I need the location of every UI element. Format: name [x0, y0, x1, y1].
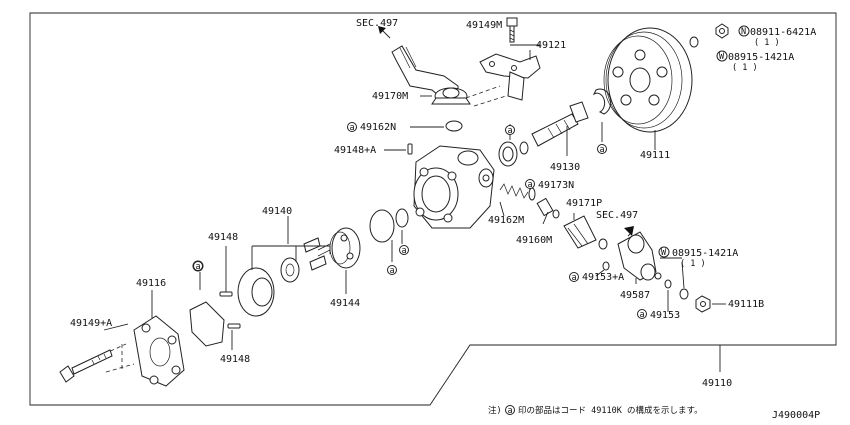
circle-W-marker: W W	[658, 50, 728, 258]
oil-seal	[498, 141, 529, 167]
bolt-49149A	[59, 349, 113, 383]
pulley-49111	[603, 27, 693, 133]
pin-49148A	[407, 143, 413, 155]
gasket-seal-pair	[369, 208, 409, 243]
svg-text:a: a	[508, 406, 513, 416]
svg-text:a: a	[508, 126, 513, 136]
label-49153: 49153	[650, 310, 680, 321]
nut-N	[715, 23, 729, 39]
label-49162N: 49162N	[360, 122, 396, 133]
label-49130: 49130	[550, 162, 580, 173]
washer-W	[689, 36, 699, 48]
cam-ring	[237, 267, 275, 317]
svg-text:N: N	[741, 27, 746, 37]
vanes-49140	[303, 237, 331, 271]
svg-text:a: a	[528, 180, 533, 190]
o-ring-49153	[664, 279, 672, 289]
rotor	[280, 257, 300, 283]
o-ring-49153A	[602, 261, 610, 271]
connector-49171P	[563, 215, 608, 250]
label-49170M: 49170M	[372, 91, 408, 102]
label-N-qty: ( 1 )	[754, 38, 780, 48]
label-W-code: 08915-1421A	[728, 52, 794, 63]
label-49144: 49144	[330, 298, 360, 309]
label-49162M: 49162M	[488, 215, 524, 226]
label-49171P: 49171P	[566, 198, 602, 209]
bolt-49149M	[506, 17, 518, 43]
arrow-sec497-mid	[624, 226, 634, 237]
diagram-code: J490004P	[772, 410, 820, 421]
label-49148-top: 49148	[208, 232, 238, 243]
circle-a-marker: a a a a a a a a a a	[193, 122, 647, 416]
label-49111: 49111	[640, 150, 670, 161]
label-W2-qty: ( 1 )	[680, 259, 706, 269]
circle-N-marker: N	[738, 25, 750, 37]
washer-W2	[679, 288, 689, 300]
label-49121: 49121	[536, 40, 566, 51]
svg-text:a: a	[402, 246, 407, 256]
svg-text:W: W	[661, 248, 667, 258]
rear-cover-49116	[133, 315, 185, 387]
label-W2-code: 08915-1421A	[672, 248, 738, 259]
side-plate-49144	[329, 227, 361, 269]
note-prefix: 注)	[488, 405, 502, 416]
svg-text:a: a	[640, 310, 645, 320]
union-49587	[617, 231, 662, 281]
pump-housing	[413, 145, 495, 229]
bracket-49121	[479, 53, 541, 101]
o-ring-49162M	[552, 209, 560, 219]
svg-text:W: W	[719, 52, 725, 62]
label-49149A: 49149+A	[70, 318, 112, 329]
label-49149M: 49149M	[466, 20, 502, 31]
dashed-guides-left	[103, 343, 135, 373]
label-49110: 49110	[702, 378, 732, 389]
valve-49160M	[536, 197, 554, 217]
pin-49148-bot	[227, 323, 241, 329]
label-49587: 49587	[620, 290, 650, 301]
label-49116: 49116	[136, 278, 166, 289]
hose-fitting-49170M	[391, 45, 471, 105]
svg-text:a: a	[350, 123, 355, 133]
label-49111B: 49111B	[728, 299, 764, 310]
svg-text:a: a	[196, 262, 201, 272]
snap-ring	[592, 88, 612, 115]
label-49148A: 49148+A	[334, 145, 376, 156]
label-49160M: 49160M	[516, 235, 552, 246]
o-ring-49162N	[445, 120, 463, 132]
label-49173N: 49173N	[538, 180, 574, 191]
label-W-qty: ( 1 )	[732, 63, 758, 73]
label-sec497-top: SEC.497	[356, 18, 398, 29]
label-49153A: 49153+A	[582, 272, 624, 283]
svg-text:a: a	[390, 266, 395, 276]
arrow-sec497-top	[378, 26, 391, 39]
shaft-49130	[531, 101, 589, 147]
label-N-code: 08911-6421A	[750, 27, 816, 38]
svg-text:a: a	[572, 273, 577, 283]
gasket	[189, 301, 225, 347]
label-49148-bot: 49148	[220, 354, 250, 365]
svg-text:a: a	[600, 145, 605, 155]
label-49140: 49140	[262, 206, 292, 217]
label-sec497-mid: SEC.497	[596, 210, 638, 221]
note-text: 印の部品はコード 49110K の構成を示します。	[518, 405, 703, 416]
frame-border	[29, 12, 837, 406]
pin-49148-top	[219, 291, 233, 297]
nut-49111B	[695, 295, 711, 313]
